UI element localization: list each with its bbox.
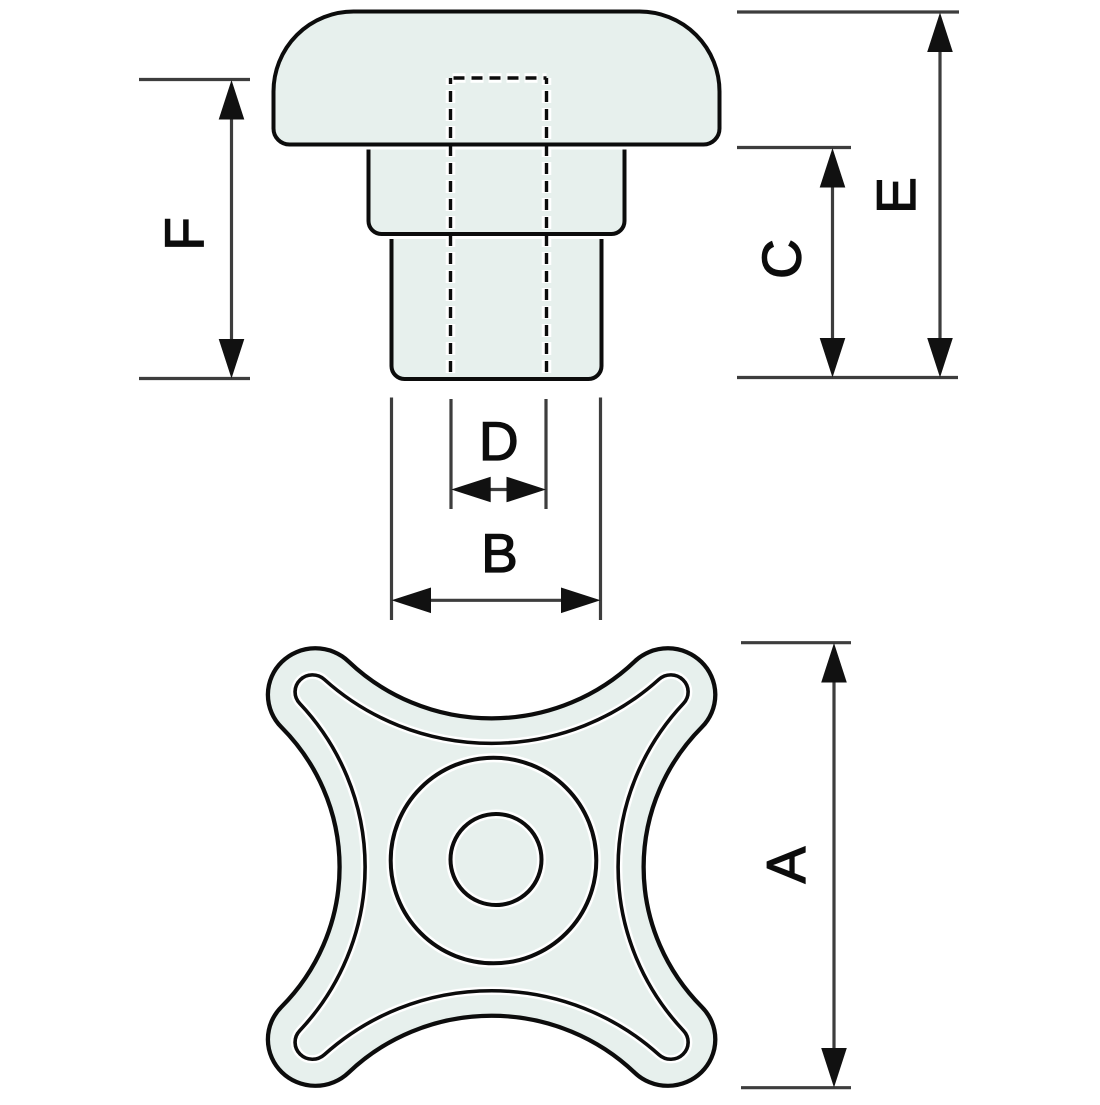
svg-text:A: A xyxy=(755,846,817,883)
svg-text:F: F xyxy=(154,217,216,251)
svg-text:D: D xyxy=(479,410,519,472)
svg-text:B: B xyxy=(481,522,518,584)
svg-text:C: C xyxy=(751,239,813,279)
svg-text:E: E xyxy=(865,177,927,214)
